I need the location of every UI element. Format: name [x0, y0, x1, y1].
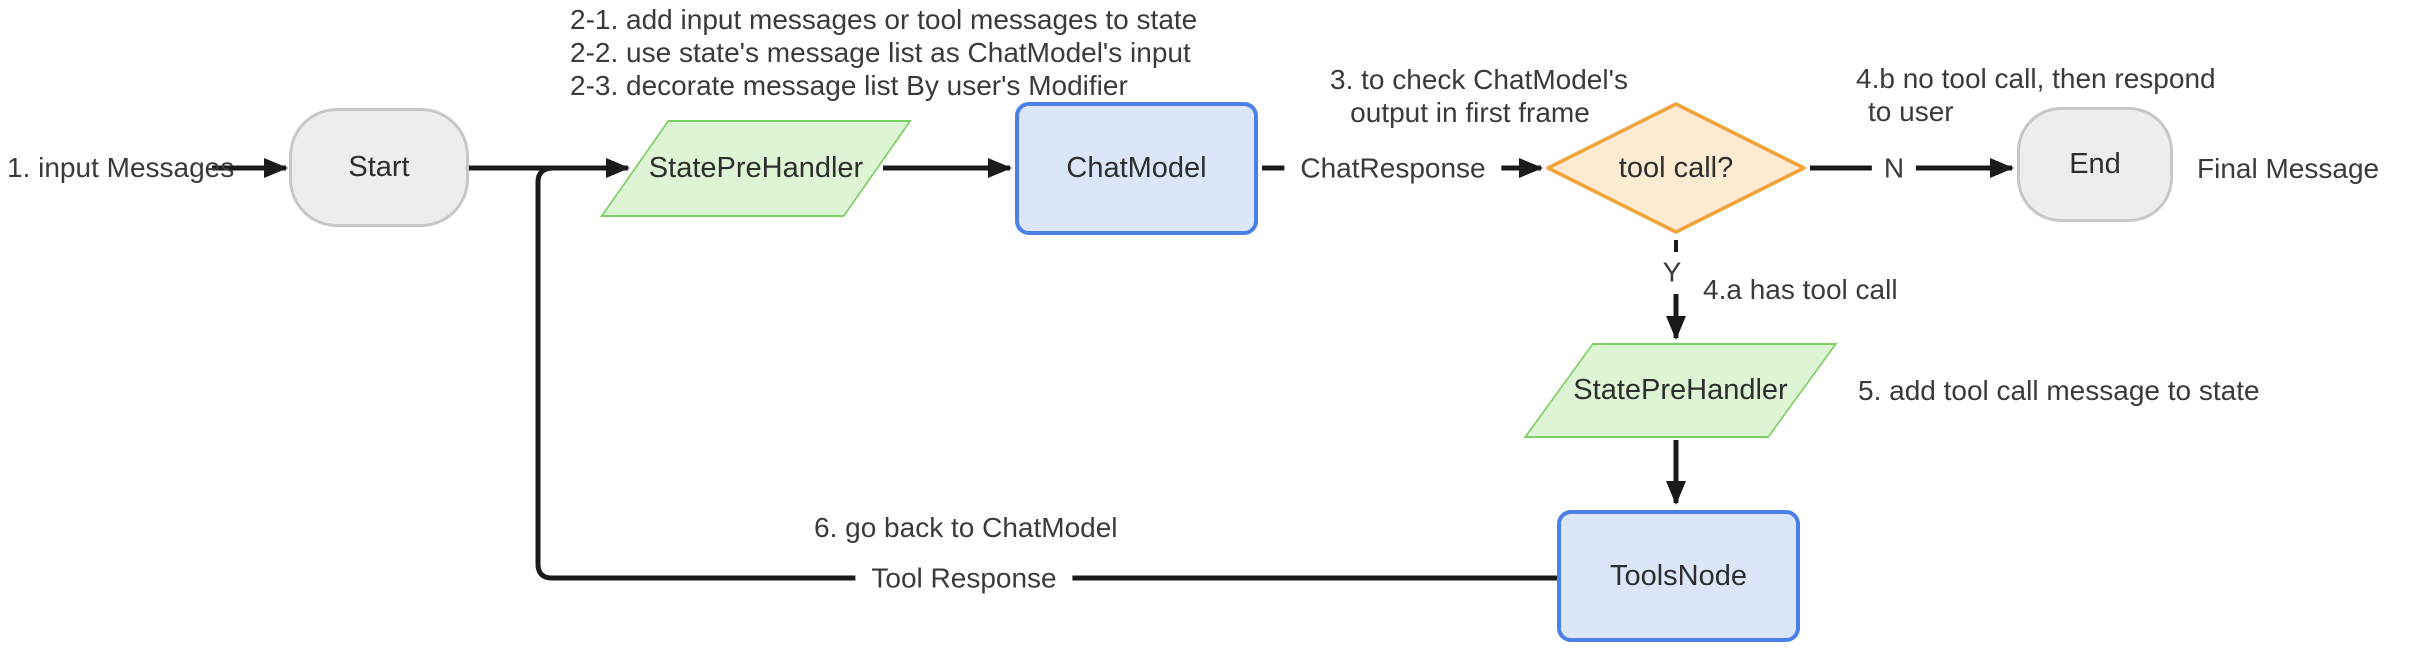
annotation-step2-line1: 2-1. add input messages or tool messages…: [570, 4, 1198, 35]
annotation-step6: 6. go back to ChatModel: [814, 512, 1118, 543]
label-final-message: Final Message: [2197, 153, 2380, 184]
node-start: Start: [289, 108, 469, 227]
label-input-messages: 1. input Messages: [7, 152, 235, 183]
annotation-step2-line2: 2-2. use state's message list as ChatMod…: [570, 37, 1191, 68]
decision-diamond-shape: [1546, 102, 1806, 234]
annotation-step4a: 4.a has tool call: [1703, 274, 1898, 305]
node-start-label: Start: [348, 151, 410, 183]
node-chatmodel: ChatModel: [1015, 102, 1258, 235]
label-yes-branch: Y: [1662, 256, 1682, 288]
annotation-step3-line1: 3. to check ChatModel's: [1330, 64, 1628, 95]
node-end-label: End: [2069, 148, 2121, 180]
annotation-step2-line3: 2-3. decorate message list By user's Mod…: [570, 70, 1128, 101]
node-stateprehandler-1: StatePreHandler: [600, 120, 912, 217]
label-chat-response: ChatResponse: [1284, 149, 1502, 187]
node-stateprehandler-1-label: StatePreHandler: [648, 152, 864, 184]
node-toolsnode-label: ToolsNode: [1609, 559, 1748, 592]
node-stateprehandler-2: StatePreHandler: [1523, 343, 1838, 438]
annotation-step2: 2-1. add input messages or tool messages…: [570, 3, 1197, 102]
node-toolcall-decision: tool call?: [1545, 102, 1807, 234]
annotation-step3-line2: output in first frame: [1350, 97, 1590, 128]
annotation-step5: 5. add tool call message to state: [1858, 375, 2260, 406]
annotation-step4b-line1: 4.b no tool call, then respond: [1856, 63, 2216, 94]
node-end: End: [2017, 107, 2173, 222]
label-tool-response: Tool Response: [855, 559, 1073, 597]
annotation-step4b: 4.b no tool call, then respond to user: [1856, 62, 2216, 128]
node-stateprehandler-2-label: StatePreHandler: [1573, 374, 1788, 406]
annotation-step4b-line2: to user: [1868, 96, 1954, 127]
node-toolsnode: ToolsNode: [1557, 510, 1800, 642]
annotation-step3: 3. to check ChatModel's output in first …: [1330, 63, 1628, 129]
node-chatmodel-label: ChatModel: [1066, 152, 1207, 184]
label-no-branch: N: [1871, 149, 1917, 187]
node-toolcall-label: tool call?: [1618, 151, 1734, 184]
